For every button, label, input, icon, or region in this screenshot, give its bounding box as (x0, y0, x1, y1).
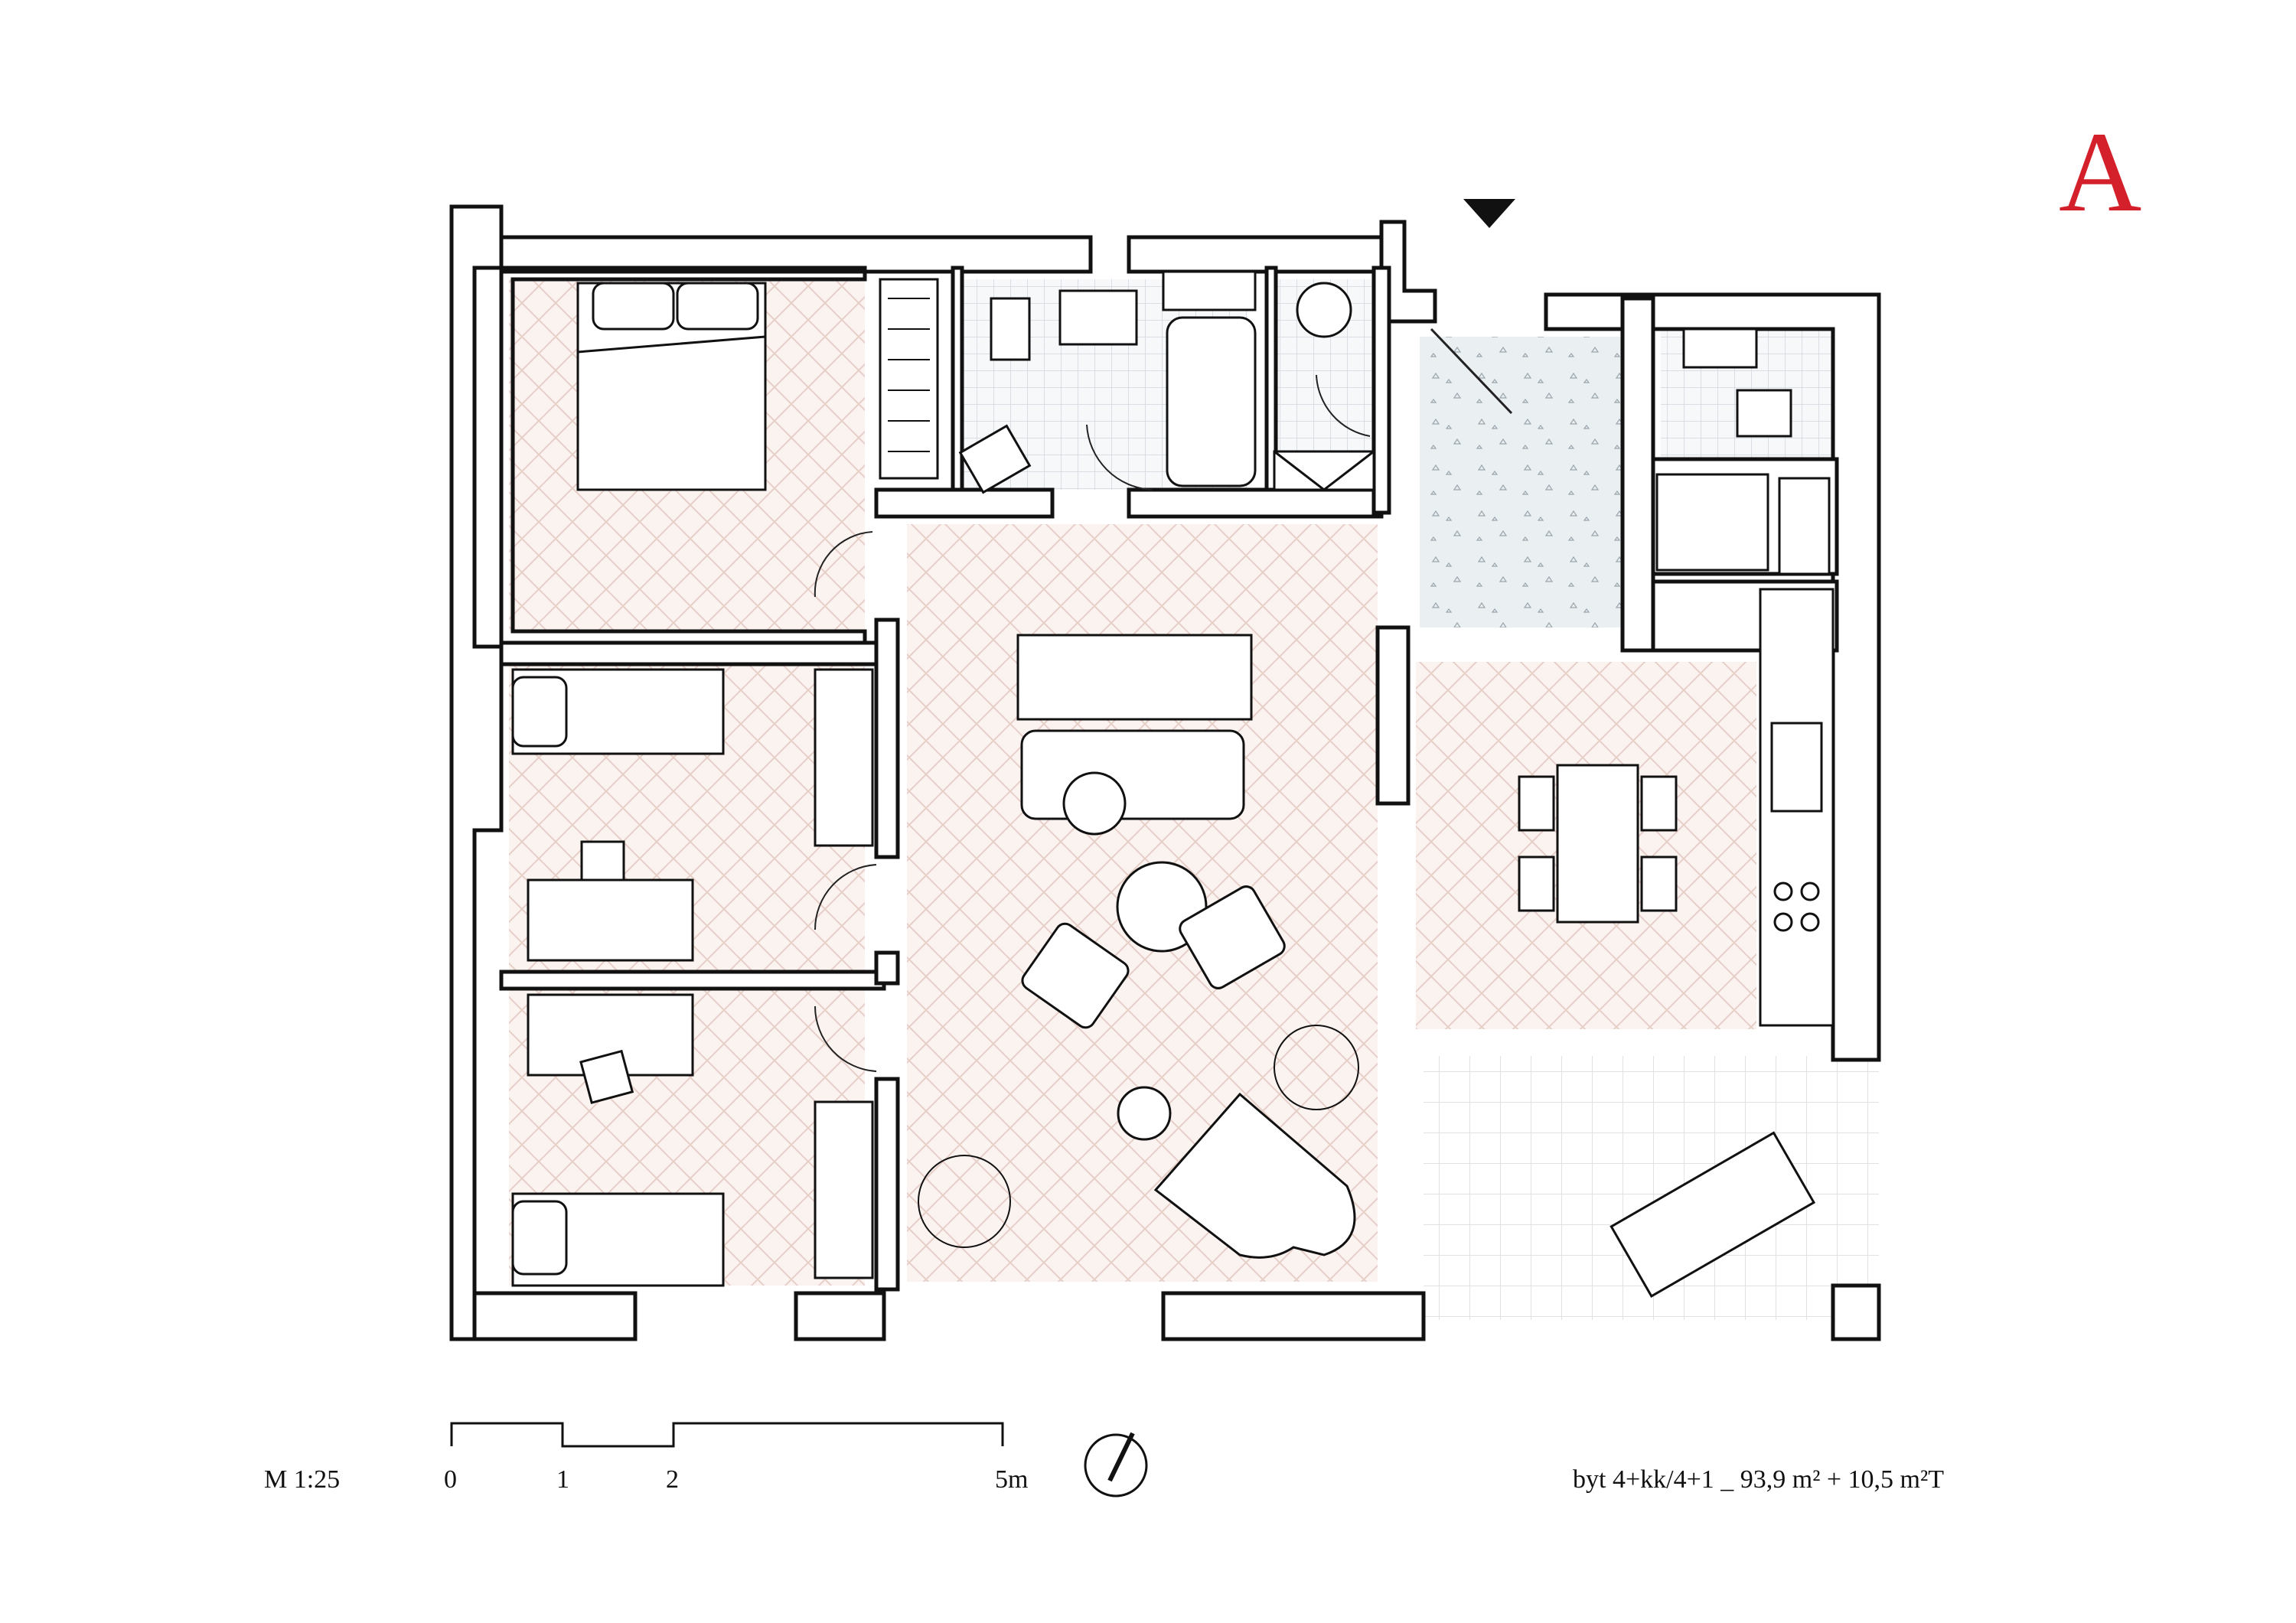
south-wall-mid (794, 1291, 886, 1341)
north-wall-mid (1127, 235, 1384, 274)
wardrobe-3 (814, 1100, 874, 1279)
scale-tick-5m: 5m (995, 1465, 1029, 1494)
north-arrow-icon (1084, 1432, 1148, 1498)
washing-machine (1736, 389, 1792, 438)
furniture (511, 270, 1835, 1298)
wardrobe-1 (879, 278, 939, 480)
hall-floor (1420, 337, 1630, 627)
sun-lounger (1609, 1131, 1816, 1298)
dining-table (1556, 764, 1639, 924)
south-wall-left (472, 1291, 638, 1341)
unit-area-label: byt 4+kk/4+1 _ 93,9 m² + 10,5 m²T (1573, 1465, 1944, 1494)
scale-tick-0: 0 (444, 1465, 457, 1494)
wardrobe-2 (814, 668, 874, 847)
grand-piano (1153, 1092, 1356, 1259)
plant-2 (918, 1155, 1011, 1248)
sheet-letter: A (2059, 109, 2142, 236)
laundry-basin (1682, 328, 1758, 369)
doors (814, 328, 1513, 1072)
scale-tick-2: 2 (666, 1465, 679, 1494)
plant-1 (1274, 1025, 1359, 1110)
walls (449, 204, 1881, 1341)
scale-bar (450, 1422, 1004, 1448)
toilet-1 (990, 297, 1031, 361)
toilet-2 (1296, 282, 1352, 338)
sofa (1020, 729, 1245, 820)
outer-wall-left (449, 204, 504, 1341)
washbasin (1058, 289, 1138, 346)
shower (1655, 473, 1769, 572)
bathtub (1166, 316, 1257, 487)
outer-wall-right (1544, 292, 1881, 1062)
south-wall-right (1831, 1283, 1881, 1341)
scale-label: M 1:25 (264, 1465, 341, 1494)
entrance-arrow-icon (1463, 199, 1515, 228)
scale-tick-1: 1 (556, 1465, 569, 1494)
tv-sideboard (1016, 634, 1253, 721)
south-wall-liv (1161, 1291, 1426, 1341)
desk-1 (527, 878, 694, 962)
